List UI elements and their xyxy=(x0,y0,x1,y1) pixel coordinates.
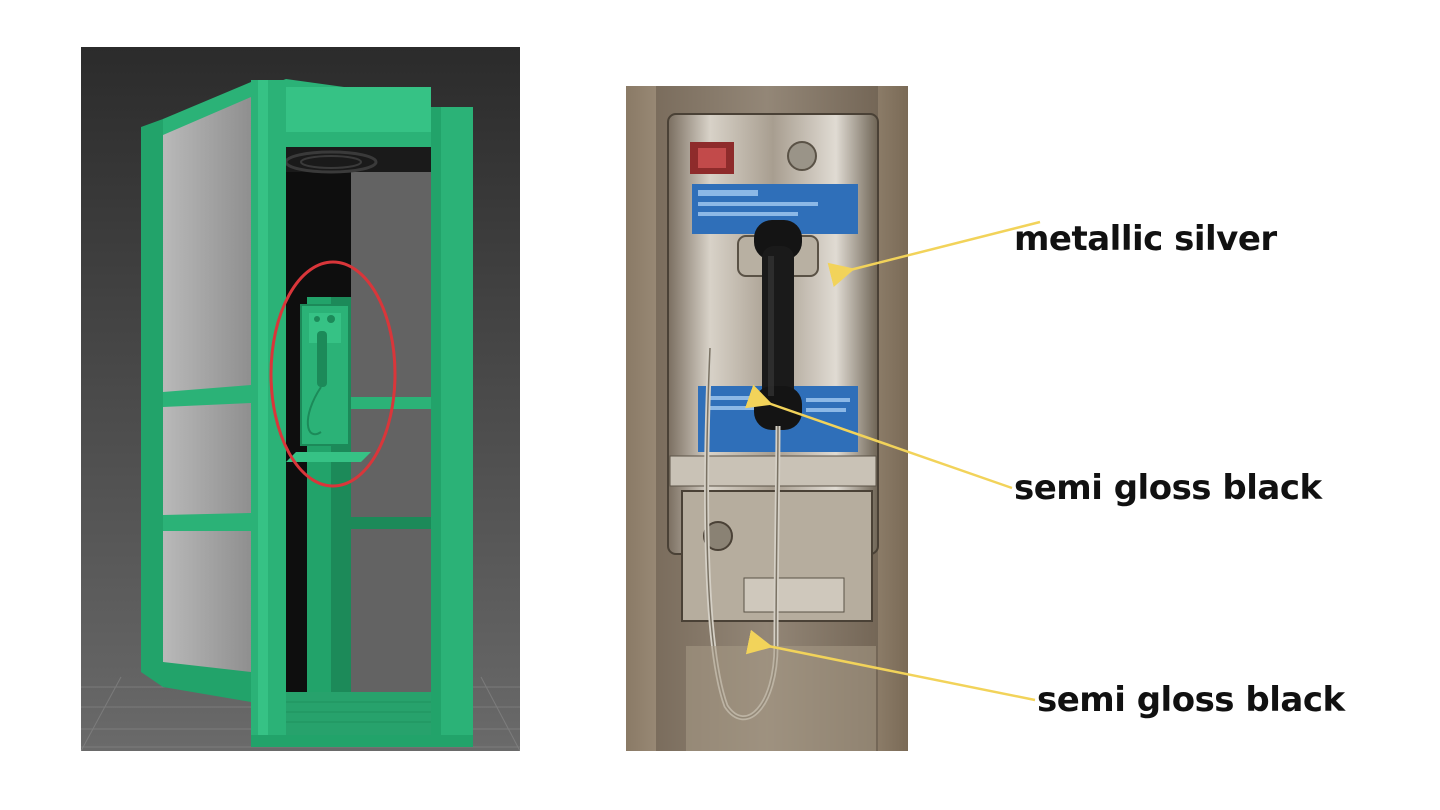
phone-booth-render xyxy=(81,47,520,751)
callout-semi-gloss-black-handset: semi gloss black xyxy=(1014,468,1322,508)
payphone-photo xyxy=(626,86,908,751)
callout-metallic-silver: metallic silver xyxy=(1014,219,1277,259)
callout-semi-gloss-black-cord: semi gloss black xyxy=(1037,680,1345,720)
